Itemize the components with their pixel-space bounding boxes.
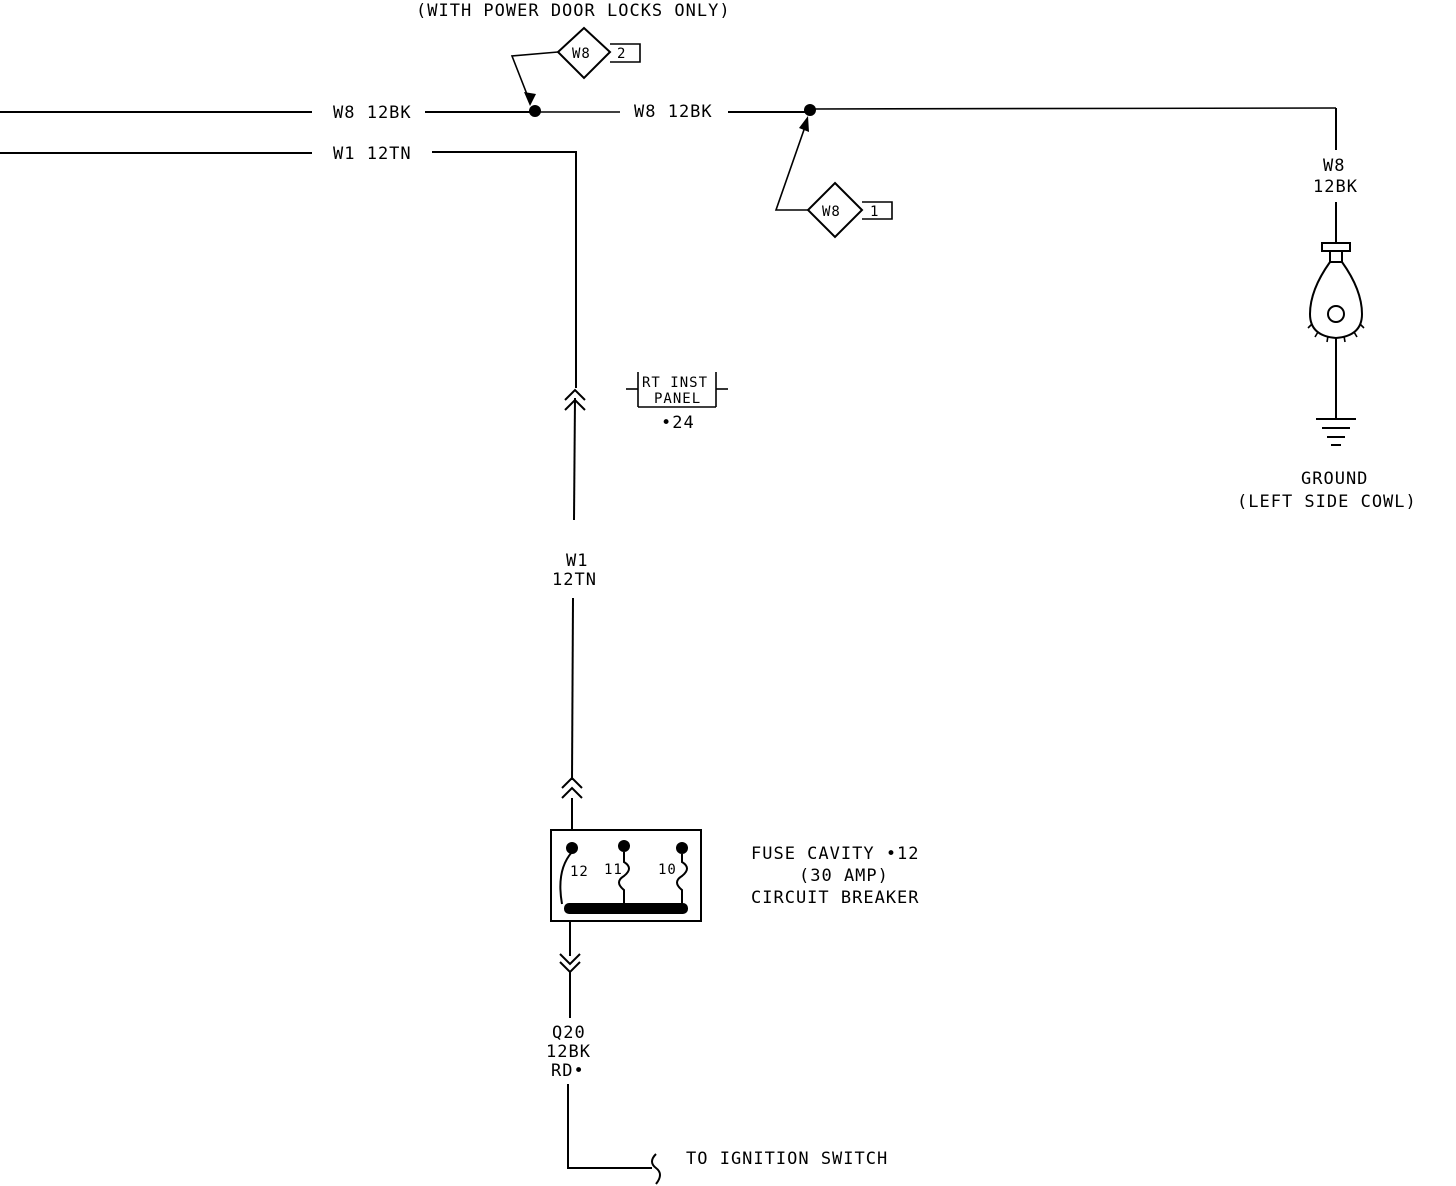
connector-chevron-lower [561, 776, 583, 799]
connector-pin: •24 [661, 413, 695, 433]
connector-rt-inst-panel: RT INST PANEL •24 [626, 372, 728, 433]
splice-dot-w8-2 [529, 105, 541, 117]
wire-label-bottom-1: Q20 [552, 1023, 586, 1043]
connector-chevron-bottom [559, 953, 581, 974]
fuse-cavity-10: 10 [658, 862, 677, 878]
wire-to-ignition [567, 1084, 652, 1169]
wire-label-right-1: W8 [1323, 156, 1345, 176]
splice-callout-w8-2: W8 2 [510, 26, 641, 106]
wire-w1-12tn: W1 12TN W1 12TN [0, 144, 597, 781]
wire-label-bottom-3: RD• [551, 1061, 585, 1081]
splice-num: 2 [617, 46, 626, 62]
wire-label-top-left: W8 12BK [333, 103, 412, 123]
fuse-desc-2: (30 AMP) [799, 866, 889, 886]
splice-id: W8 [572, 46, 591, 62]
splice-dot-w8-1 [804, 104, 816, 116]
splice-callout-w8-1: W8 1 [774, 116, 893, 239]
wire-label-mid-1: W1 [566, 551, 588, 571]
fuse-cavity-11: 11 [604, 862, 623, 878]
fuse-block: 12 11 10 [550, 829, 702, 922]
ground-location: (LEFT SIDE COWL) [1237, 492, 1417, 512]
wire-label-right-2: 12BK [1313, 177, 1358, 197]
wire-label-bottom-2: 12BK [546, 1042, 591, 1062]
ground-label: GROUND [1301, 469, 1368, 489]
fuse-desc-1: FUSE CAVITY •12 [751, 844, 920, 864]
wire-label-second-left: W1 12TN [333, 144, 412, 164]
ground-symbol-icon [1316, 418, 1356, 446]
wire-label-mid-2: 12TN [552, 570, 597, 590]
fuse-cavity-12: 12 [570, 864, 589, 880]
connector-line-1: RT INST [642, 375, 708, 391]
ground-eyelet-icon [1307, 242, 1365, 343]
destination-label: TO IGNITION SWITCH [686, 1149, 888, 1169]
fuse-desc-3: CIRCUIT BREAKER [751, 888, 920, 908]
wire-break-icon [651, 1153, 661, 1185]
splice-id: W8 [822, 204, 841, 220]
wire-w8-12bk-top: W8 12BK W8 12BK [0, 102, 1337, 150]
header-note: (WITH POWER DOOR LOCKS ONLY) [416, 1, 731, 21]
wire-label-top-right: W8 12BK [634, 102, 713, 122]
connector-line-2: PANEL [654, 391, 701, 407]
splice-num: 1 [870, 204, 879, 220]
connector-chevron-upper [564, 388, 586, 411]
